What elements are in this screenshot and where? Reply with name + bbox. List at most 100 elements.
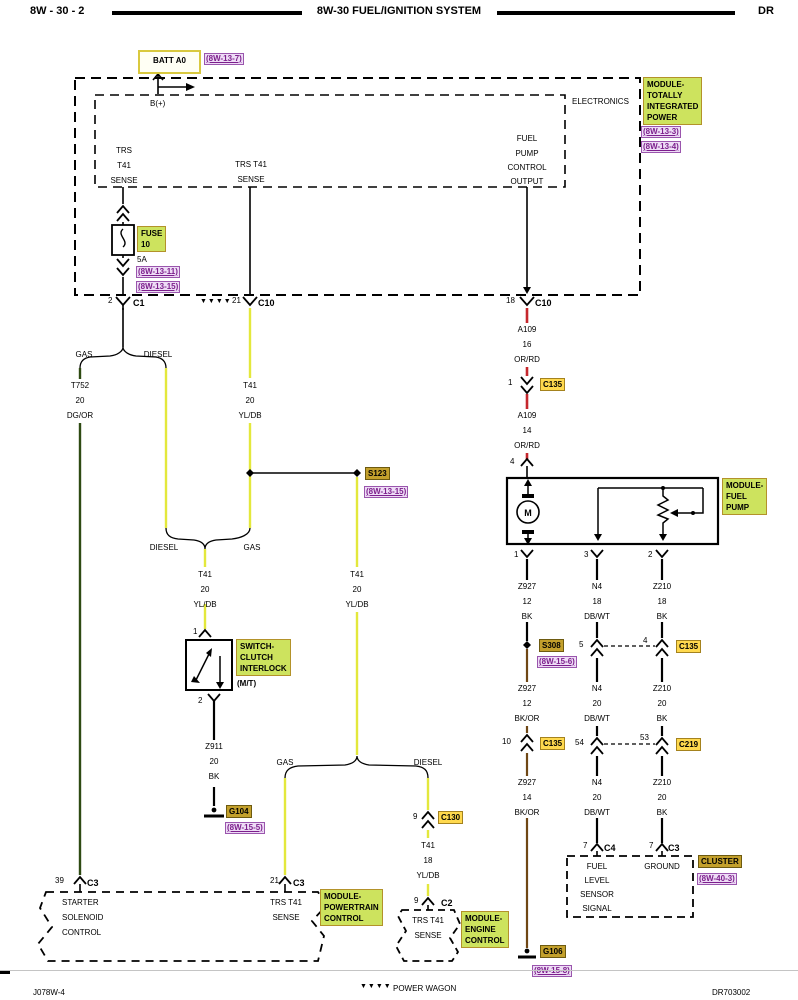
merge-brace	[165, 527, 251, 550]
circuit-z210a-gauge: 18	[657, 597, 667, 606]
cluster-conn-a: C4	[604, 843, 616, 853]
s308-splice-dot	[523, 641, 531, 649]
c135a-pin: 1	[508, 378, 513, 387]
circuit-z911-id: Z911	[205, 742, 223, 751]
pcm-module-tag[interactable]: MODULE- POWERTRAIN CONTROL	[320, 889, 383, 926]
ref-8w-40-3[interactable]: (8W-40-3)	[697, 873, 737, 885]
switch-pin2: 2	[198, 696, 203, 705]
ref-8w-13-7[interactable]: (8W-13-7)	[204, 53, 244, 65]
ref-8w-13-4[interactable]: (8W-13-4)	[641, 141, 681, 153]
fp-output-arrowhead	[523, 287, 531, 294]
fp-pin3: 3	[584, 550, 589, 559]
ground-g104-tag[interactable]: G104	[226, 805, 252, 818]
tipm-out-trs-b-2: SENSE	[237, 175, 265, 184]
page-title: 8W-30 FUEL/IGNITION SYSTEM	[316, 5, 482, 17]
circuit-t41a-color: YL/DB	[238, 411, 262, 420]
pcm-pin-a: 39	[55, 876, 64, 885]
ref-8w-15-8[interactable]: (8W-15-8)	[532, 965, 572, 977]
circuit-a109a-color: OR/RD	[514, 355, 540, 364]
tipm-out-fp-4: OUTPUT	[510, 177, 544, 186]
tipm-out-fp-1: FUEL	[516, 134, 538, 143]
c10a-pin: 21	[232, 296, 241, 305]
circuit-a109a-id: A109	[517, 325, 537, 334]
c135b-inline-connectors	[590, 638, 669, 657]
pcm-tag-line3: CONTROL	[324, 914, 364, 923]
c1-pin: 2	[108, 296, 113, 305]
circuit-t41a-id: T41	[243, 381, 257, 390]
connector-c135b-tag[interactable]: C135	[676, 640, 702, 653]
ref-8w-13-11[interactable]: (8W-13-11)	[136, 266, 180, 278]
ref-8w-15-6[interactable]: (8W-15-6)	[537, 656, 577, 668]
switch-mt-note: (M/T)	[237, 679, 257, 688]
circuit-z210c-id: Z210	[652, 778, 672, 787]
c10b-name: C10	[535, 298, 552, 308]
connector-c135c-tag[interactable]: C135	[540, 737, 566, 750]
circuit-z927b-id: Z927	[517, 684, 537, 693]
circuit-z927b-gauge: 12	[522, 699, 532, 708]
circuit-t41b-gauge: 20	[200, 585, 210, 594]
circuit-z927c-id: Z927	[517, 778, 537, 787]
circuit-t41d-color: YL/DB	[416, 871, 440, 880]
connector-c135a-tag[interactable]: C135	[540, 378, 566, 391]
battery-feed-box: BATT A0	[138, 50, 201, 74]
fuse-tag[interactable]: FUSE 10	[137, 226, 167, 252]
ecm-tag-line1: MODULE-	[465, 914, 503, 923]
c10b-pin: 18	[506, 296, 515, 305]
page-number: 8W - 30 - 2	[30, 5, 85, 17]
splice-s123-tag[interactable]: S123	[365, 467, 390, 480]
ecm-tag-line2: ENGINE	[465, 925, 496, 934]
tipm-connectors	[115, 296, 535, 310]
cluster-tag[interactable]: CLUSTER	[698, 855, 742, 868]
ground-g106-tag[interactable]: G106	[540, 945, 566, 958]
cluster-signal-3: SENSOR	[580, 890, 614, 899]
circuit-z911-color: BK	[208, 772, 220, 781]
switch-tag-line3: INTERLOCK	[240, 664, 287, 673]
circuit-n4a-gauge: 18	[592, 597, 602, 606]
clutch-interlock-switch	[185, 628, 233, 703]
splice-s308-tag[interactable]: S308	[539, 639, 564, 652]
clutch-interlock-tag[interactable]: SWITCH- CLUTCH INTERLOCK	[236, 639, 291, 676]
powerwagon-marker-top: ▼▼▼▼	[200, 298, 232, 305]
ecm-module-tag[interactable]: MODULE- ENGINE CONTROL	[461, 911, 509, 948]
pcm-conn-a: C3	[87, 878, 99, 888]
bplus-arrowhead	[186, 83, 195, 91]
circuit-a109b-color: OR/RD	[514, 441, 540, 450]
c130-pin: 9	[413, 812, 418, 821]
c135b-pin-left: 5	[579, 640, 584, 649]
connector-c219-tag[interactable]: C219	[676, 738, 702, 751]
cluster-signal-1: FUEL	[586, 862, 608, 871]
fp-pin-in: 4	[510, 457, 515, 466]
ref-8w-13-15b[interactable]: (8W-13-15)	[364, 486, 409, 498]
fuel-pump-module-tag[interactable]: MODULE- FUEL PUMP	[722, 478, 768, 515]
ref-8w-13-15a[interactable]: (8W-13-15)	[136, 281, 181, 293]
circuit-z927a-color: BK	[521, 612, 533, 621]
circuit-n4b-id: N4	[591, 684, 603, 693]
fp-tag-line3: PUMP	[726, 503, 750, 512]
c1-name: C1	[133, 298, 145, 308]
ecm-signal-1: TRS T41	[412, 916, 444, 925]
cluster-pin-b: 7	[649, 841, 654, 850]
connector-c130-tag[interactable]: C130	[438, 811, 464, 824]
cluster-ground-label: GROUND	[644, 862, 680, 871]
c135a-inline-connector	[520, 376, 534, 478]
circuit-t41b-id: T41	[198, 570, 212, 579]
ref-8w-13-3[interactable]: (8W-13-3)	[641, 126, 681, 138]
battery-feed-lines	[152, 72, 186, 94]
electronics-label: ELECTRONICS	[572, 97, 629, 106]
pcm-conn-b: C3	[293, 878, 305, 888]
circuit-a109b-gauge: 14	[522, 426, 532, 435]
ground-g106-symbol	[518, 948, 536, 959]
page-edge-tick	[0, 971, 10, 974]
ref-8w-15-5[interactable]: (8W-15-5)	[225, 822, 265, 834]
fuse-branch	[111, 187, 135, 295]
tipm-out-trs-a-1: TRS	[116, 146, 132, 155]
split-bottom-diesel: DIESEL	[413, 758, 443, 767]
circuit-n4a-color: DB/WT	[584, 612, 610, 621]
tipm-module-tag[interactable]: MODULE- TOTALLY INTEGRATED POWER	[643, 77, 703, 125]
pcm-signal-a3: CONTROL	[62, 928, 102, 937]
split-bottom-gas: GAS	[276, 758, 294, 767]
c219-pin-left: 54	[575, 738, 584, 747]
circuit-t41c-id: T41	[350, 570, 364, 579]
circuit-z210b-gauge: 20	[657, 699, 667, 708]
